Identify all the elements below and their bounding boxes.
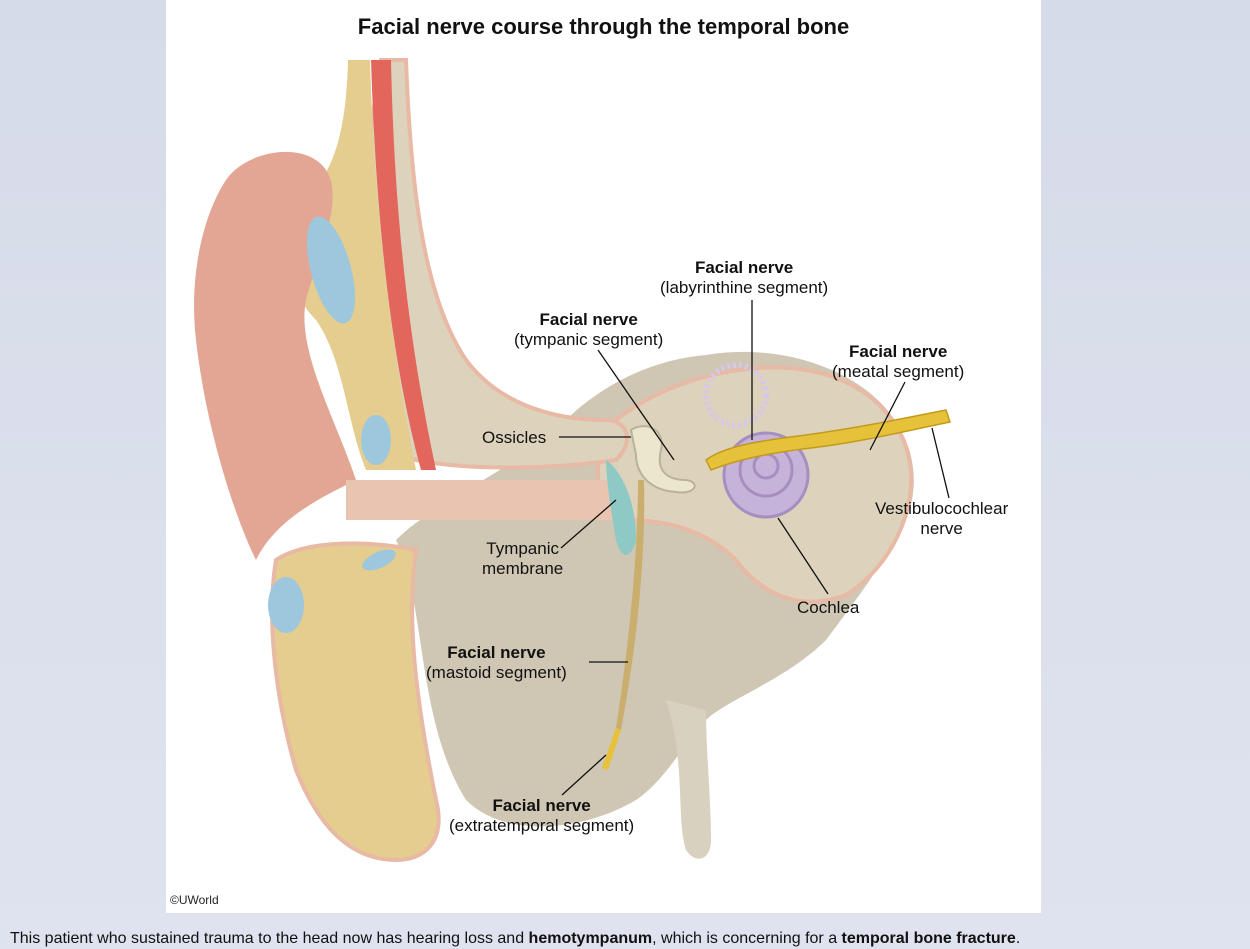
leader-extratemporal — [561, 754, 607, 796]
label-facial-nerve-tympanic: Facial nerve(tympanic segment) — [514, 310, 664, 349]
facial-nerve-bundle — [705, 409, 951, 471]
figure-title: Facial nerve course through the temporal… — [357, 14, 850, 39]
extratemporal-nerve — [602, 728, 621, 770]
label-facial-nerve-mastoid: Facial nerve(mastoid segment) — [426, 643, 567, 682]
leader-vestibulocochlear — [931, 427, 950, 499]
fluid-blob-3 — [268, 577, 304, 633]
fluid-blob-2 — [361, 415, 391, 465]
label-cochlea: Cochlea — [797, 598, 860, 617]
diagram-figure: Facial nerve course through the temporal… — [166, 0, 1041, 913]
tympanic-membrane-shape — [606, 460, 636, 555]
leader-cochlea — [777, 517, 829, 595]
ossicles-shape — [629, 425, 696, 494]
lower-fat — [270, 541, 441, 863]
temporalis-muscle — [371, 60, 436, 470]
caption-term-fracture: temporal bone fracture — [841, 930, 1016, 947]
semicircular-canal — [703, 362, 769, 428]
caption-term-hemotympanum: hemotympanum — [528, 930, 653, 947]
mastoid-nerve — [616, 480, 645, 730]
caption-text-1: This patient who sustained trauma to the… — [10, 930, 529, 947]
fluid-blob-4 — [362, 549, 396, 571]
ear-canal — [346, 480, 630, 520]
caption-text-2: , which is concerning for a — [652, 930, 842, 947]
ear-anatomy-illustration — [194, 58, 951, 863]
label-facial-nerve-meatal: Facial nerve(meatal segment) — [832, 342, 965, 381]
leader-tympanic-membrane — [560, 499, 617, 549]
explanation-caption: This patient who sustained trauma to the… — [10, 930, 1020, 948]
label-facial-nerve-labyrinthine: Facial nerve(labyrinthine segment) — [660, 258, 829, 297]
subcutaneous-fat — [289, 60, 416, 470]
fluid-blob-1 — [307, 216, 355, 324]
caption-text-3: . — [1015, 930, 1021, 947]
label-ossicles: Ossicles — [482, 428, 547, 447]
label-facial-nerve-extratemporal: Facial nerve(extratemporal segment) — [449, 796, 635, 835]
leader-tympanic — [597, 349, 675, 461]
copyright-text: ©UWorld — [170, 893, 219, 907]
leader-meatal — [869, 381, 906, 451]
mastoid-process — [666, 700, 711, 859]
